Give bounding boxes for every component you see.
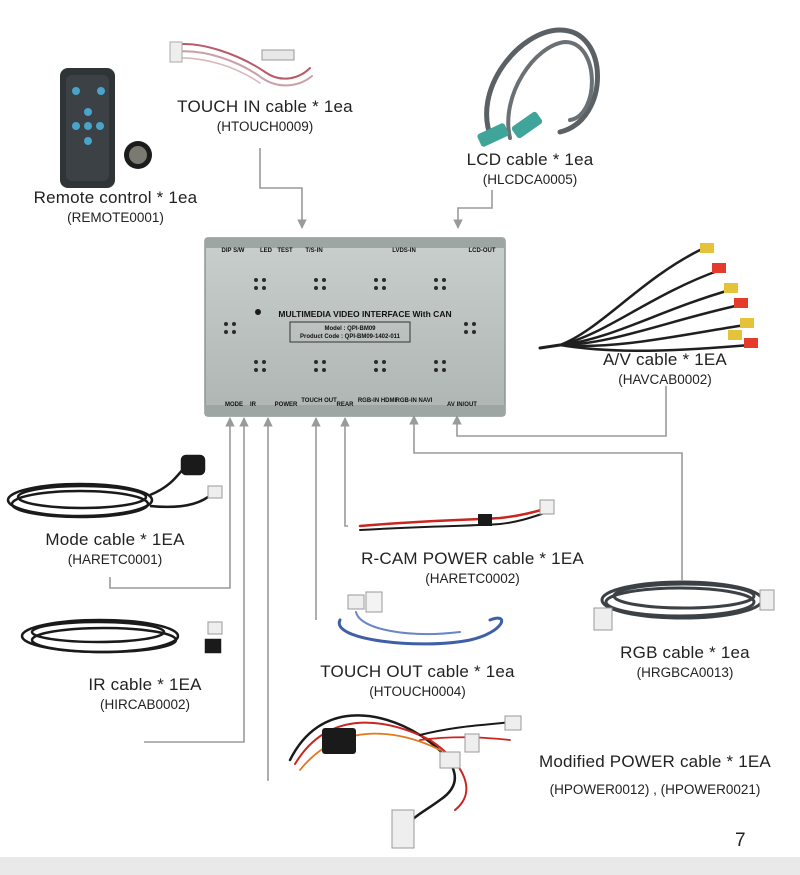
label-rcam-code: (HARETC0002) — [425, 571, 520, 586]
device-model: Model : QPI-BM09 — [324, 326, 376, 332]
interface-box-image — [204, 237, 506, 417]
mode-cable-image — [6, 454, 223, 519]
label-rgb-code: (HRGBCA0013) — [636, 665, 734, 680]
label-mode: Mode cable * 1EA (HARETC0001) — [20, 530, 210, 567]
port-label-bottom-ir: IR — [250, 402, 257, 408]
label-power-title: Modified POWER cable * 1EA — [539, 752, 771, 771]
port-label-bottom-rear: REAR — [336, 402, 354, 408]
port-label-top-dip: DIP S/W — [222, 248, 245, 254]
port-label-bottom-av: AV IN/OUT — [447, 402, 477, 408]
remote-control-image — [60, 68, 152, 188]
label-av-title: A/V cable * 1EA — [603, 350, 727, 369]
label-mode-code: (HARETC0001) — [67, 552, 163, 567]
label-remote-code: (REMOTE0001) — [67, 210, 164, 225]
label-power-code: (HPOWER0012) , (HPOWER0021) — [549, 782, 761, 797]
label-remote-title: Remote control * 1ea — [33, 188, 198, 207]
label-ir-code: (HIRCAB0002) — [99, 697, 191, 712]
label-lcd-code: (HLCDCA0005) — [482, 172, 578, 187]
port-label-top-led: LED — [260, 248, 273, 254]
port-label-bottom-power: POWER — [275, 402, 298, 408]
connector-lines — [109, 148, 683, 781]
av-cable-image — [538, 243, 758, 353]
label-power: Modified POWER cable * 1EA (HPOWER0012) … — [520, 752, 790, 797]
label-lcd-title: LCD cable * 1ea — [466, 150, 594, 169]
port-label-top-test: TEST — [277, 248, 293, 254]
page-number: 7 — [735, 830, 746, 851]
ir-cable-image — [20, 618, 223, 654]
port-label-bottom-touch-out: TOUCH OUT — [301, 398, 337, 404]
device-labels: DIP S/W LED TEST T/S-IN LVDS-IN LCD-OUT … — [222, 248, 496, 408]
label-ir-title: IR cable * 1EA — [88, 675, 202, 694]
power-cable-image — [288, 714, 522, 849]
device-title: MULTIMEDIA VIDEO INTERFACE With CAN — [278, 309, 451, 319]
label-touch-out: TOUCH OUT cable * 1ea (HTOUCH0004) — [305, 662, 530, 699]
lcd-cable-image — [477, 27, 600, 147]
port-label-top-ts-in: T/S-IN — [305, 248, 322, 254]
label-touch-out-title: TOUCH OUT cable * 1ea — [320, 662, 515, 681]
label-rgb-title: RGB cable * 1ea — [620, 643, 750, 662]
label-mode-title: Mode cable * 1EA — [45, 530, 185, 549]
device-product-code: Product Code : QPI-BM09-1402-011 — [300, 334, 401, 340]
touch-in-cable-image — [169, 41, 313, 87]
port-label-bottom-rgb-hdmi: RGB-IN HDMI — [358, 398, 397, 404]
label-touch-in-title: TOUCH IN cable * 1ea — [177, 97, 353, 116]
rgb-cable-image — [593, 580, 775, 631]
label-touch-out-code: (HTOUCH0004) — [369, 684, 466, 699]
label-rcam: R-CAM POWER cable * 1EA (HARETC0002) — [350, 549, 595, 586]
rcam-power-cable-image — [358, 499, 555, 531]
label-touch-in: TOUCH IN cable * 1ea (HTOUCH0009) — [160, 97, 370, 134]
port-label-top-lcd-out: LCD-OUT — [469, 248, 496, 254]
label-rcam-title: R-CAM POWER cable * 1EA — [361, 549, 584, 568]
label-remote: Remote control * 1ea (REMOTE0001) — [8, 188, 223, 225]
label-av-code: (HAVCAB0002) — [618, 372, 712, 387]
label-touch-in-code: (HTOUCH0009) — [216, 119, 314, 134]
port-label-bottom-rgb-navi: RGB-IN NAVI — [396, 398, 433, 404]
label-ir: IR cable * 1EA (HIRCAB0002) — [60, 675, 230, 712]
footer-bar — [0, 857, 800, 875]
port-label-top-lvds-in: LVDS-IN — [392, 248, 416, 254]
touch-out-cable-image — [337, 591, 503, 646]
label-lcd: LCD cable * 1ea (HLCDCA0005) — [440, 150, 620, 187]
port-label-bottom-mode: MODE — [225, 402, 243, 408]
label-rgb: RGB cable * 1ea (HRGBCA0013) — [600, 643, 770, 680]
label-av: A/V cable * 1EA (HAVCAB0002) — [580, 350, 750, 387]
